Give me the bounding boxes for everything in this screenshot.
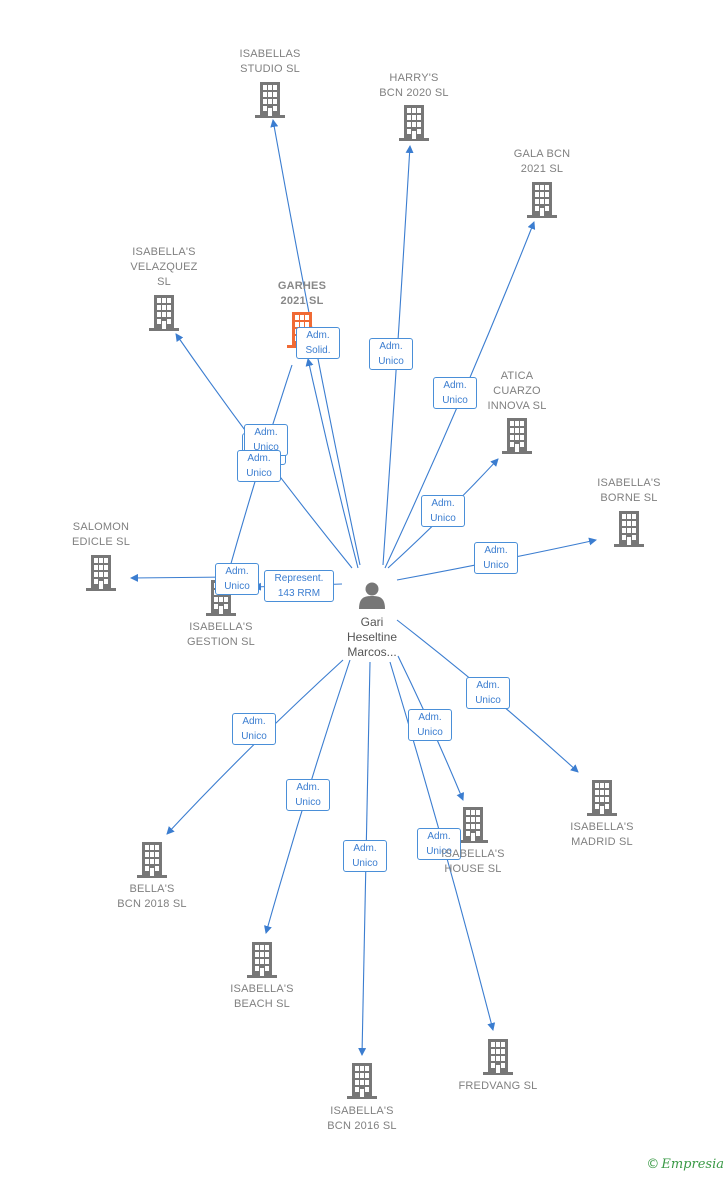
company-name-isabellas-house[interactable]: ISABELLA'S HOUSE SL <box>441 848 505 875</box>
edge-garhes <box>305 358 359 569</box>
building-icon[interactable] <box>614 511 644 547</box>
copyright-icon: © <box>646 1157 660 1172</box>
company-name-salomon[interactable]: SALOMON EDICLE SL <box>71 521 131 548</box>
edge-label-isabellas-beach[interactable]: Adm. Unico <box>286 779 330 811</box>
company-name-garhes[interactable]: GARHES 2021 SL <box>277 280 327 307</box>
company-name-isabellas-madrid[interactable]: ISABELLA'S MADRID SL <box>570 821 634 848</box>
company-name-isabellas-studio[interactable]: ISABELLAS STUDIO SL <box>239 48 301 75</box>
building-icon[interactable] <box>137 842 167 878</box>
edge-label-garhes[interactable]: Adm. Solid. <box>296 327 340 359</box>
building-icon[interactable] <box>247 942 277 978</box>
building-icon[interactable] <box>458 807 488 843</box>
edge-label-gala-bcn[interactable]: Adm. Unico <box>433 377 477 409</box>
building-icon[interactable] <box>347 1063 377 1099</box>
edge-label-isabellas-house[interactable]: Adm. Unico <box>408 709 452 741</box>
edge-label-isabellas-gestion[interactable]: Represent. 143 RRM <box>264 570 334 602</box>
empresia-logo: Empresia <box>661 1157 724 1172</box>
edge-label-salomon[interactable]: Adm. Unico <box>215 563 259 595</box>
company-name-fredvang[interactable]: FREDVANG SL <box>458 1080 538 1092</box>
building-icon[interactable] <box>587 780 617 816</box>
company-name-bellas-bcn[interactable]: BELLA'S BCN 2018 SL <box>117 883 187 910</box>
edge-label-isabellas-gestion[interactable]: Adm. Unico <box>237 450 281 482</box>
edge-label-fredvang[interactable]: Adm. Unico <box>417 828 461 860</box>
edge-label-isabellas-bcn2016[interactable]: Adm. Unico <box>343 840 387 872</box>
building-icon[interactable] <box>483 1039 513 1075</box>
company-name-isabellas-beach[interactable]: ISABELLA'S BEACH SL <box>230 983 294 1010</box>
edge-label-isabellas-madrid[interactable]: Adm. Unico <box>466 677 510 709</box>
edge-label-isabellas-borne[interactable]: Adm. Unico <box>474 542 518 574</box>
company-name-isabellas-bcn2016[interactable]: ISABELLA'S BCN 2016 SL <box>327 1105 397 1132</box>
company-name-gala-bcn[interactable]: GALA BCN 2021 SL <box>513 148 571 175</box>
company-name-isabellas-velazquez[interactable]: ISABELLA'S VELAZQUEZ SL <box>130 246 198 288</box>
company-name-atica[interactable]: ATICA CUARZO INNOVA SL <box>487 370 547 412</box>
edge-label-bellas-bcn[interactable]: Adm. Unico <box>232 713 276 745</box>
building-icon[interactable] <box>86 555 116 591</box>
edge-label-harrys-bcn[interactable]: Adm. Unico <box>369 338 413 370</box>
footer-brand[interactable]: ©Empresia <box>646 1157 724 1172</box>
edge-label-atica[interactable]: Adm. Unico <box>421 495 465 527</box>
building-icon[interactable] <box>527 182 557 218</box>
person-name[interactable]: Gari Heseltine Marcos... <box>346 615 398 659</box>
company-name-harrys-bcn[interactable]: HARRY'S BCN 2020 SL <box>379 72 449 99</box>
building-icon[interactable] <box>255 82 285 118</box>
building-icon[interactable] <box>502 418 532 454</box>
building-icon[interactable] <box>149 295 179 331</box>
company-name-isabellas-borne[interactable]: ISABELLA'S BORNE SL <box>597 477 661 504</box>
building-icon[interactable] <box>399 105 429 141</box>
person-icon[interactable] <box>359 582 385 610</box>
edge-bellas-bcn <box>166 659 344 835</box>
company-name-isabellas-gestion[interactable]: ISABELLA'S GESTION SL <box>186 621 256 648</box>
